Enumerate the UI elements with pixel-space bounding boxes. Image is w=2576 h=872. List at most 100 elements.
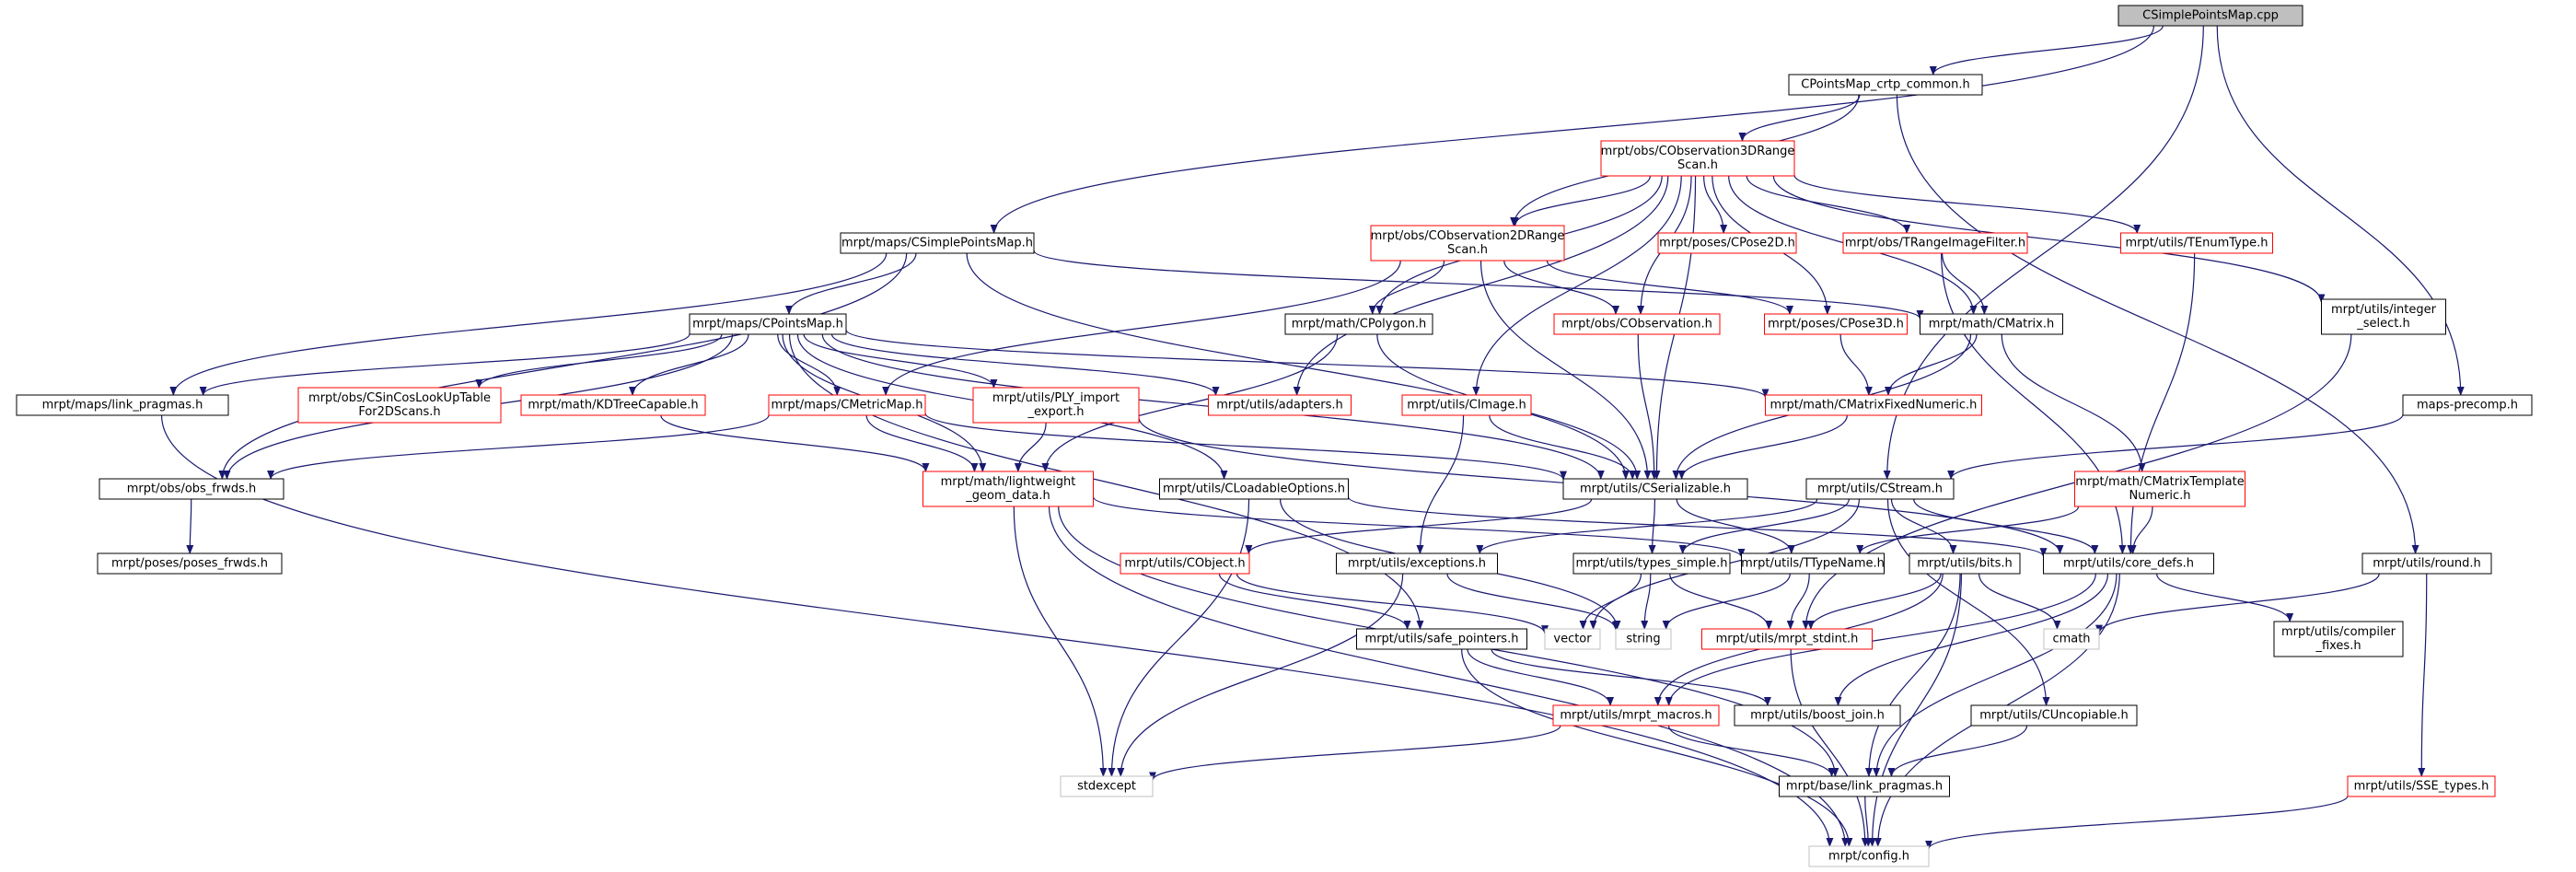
- node-ply[interactable]: mrpt/utils/PLY_import_export.h: [972, 387, 1140, 424]
- edge-safeptr-config: [1461, 648, 1853, 847]
- edge-typessimple-vector: [1579, 573, 1642, 630]
- edge-kdtree-lwgeom: [660, 414, 930, 472]
- node-cmatrix[interactable]: mrpt/math/CMatrix.h: [1920, 313, 2063, 335]
- node-label: mrpt/utils/mrpt_macros.h: [1560, 709, 1712, 723]
- node-label: mrpt/utils/CObject.h: [1124, 557, 1245, 571]
- node-posesfrwds[interactable]: mrpt/poses/poses_frwds.h: [97, 552, 283, 575]
- node-macros[interactable]: mrpt/utils/mrpt_macros.h: [1552, 704, 1720, 727]
- node-label: mrpt/utils/integer: [2331, 303, 2437, 317]
- node-stdint[interactable]: mrpt/utils/mrpt_stdint.h: [1701, 628, 1873, 650]
- node-kdtree[interactable]: mrpt/math/KDTreeCapable.h: [520, 394, 706, 416]
- node-box: [97, 552, 283, 575]
- edge-linkprag-config: [160, 414, 1834, 847]
- node-label: mrpt/utils/mrpt_stdint.h: [1716, 633, 1859, 646]
- edge-simplepm-serial: [966, 252, 1630, 480]
- node-simplepm[interactable]: mrpt/maps/CSimplePointsMap.h: [840, 232, 1035, 254]
- edge-obsfrwds-posesfrwds: [186, 498, 194, 554]
- node-lwgeom[interactable]: mrpt/math/lightweight_geom_data.h: [922, 471, 1094, 507]
- node-box: [1159, 478, 1349, 500]
- node-label: mrpt/obs/obs_frwds.h: [127, 483, 257, 496]
- node-box: [1842, 232, 2028, 254]
- node-box: [689, 313, 847, 335]
- node-coredefs[interactable]: mrpt/utils/core_defs.h: [2043, 552, 2214, 575]
- node-tenum[interactable]: mrpt/utils/TEnumType.h: [2120, 232, 2273, 254]
- node-round[interactable]: mrpt/utils/round.h: [2361, 552, 2492, 575]
- node-ttypename[interactable]: mrpt/utils/TTypeName.h: [1741, 552, 1885, 575]
- node-fixednum[interactable]: mrpt/math/CMatrixFixedNumeric.h: [1765, 394, 1982, 416]
- node-pose3d[interactable]: mrpt/poses/CPose3D.h: [1764, 313, 1908, 335]
- node-compfix[interactable]: mrpt/utils/compiler_fixes.h: [2273, 621, 2404, 657]
- node-label: mrpt/math/CMatrixTemplate: [2075, 475, 2244, 489]
- node-box: [1734, 704, 1901, 727]
- edge-ply-lwgeom: [1014, 422, 1047, 472]
- node-box: [1909, 552, 2021, 575]
- node-root[interactable]: CSimplePointsMap.cpp: [2118, 5, 2303, 27]
- node-mapsprecomp[interactable]: maps-precomp.h: [2402, 394, 2533, 416]
- edge-obs2d-metricmap: [882, 260, 1401, 396]
- edge-serial-ttypename: [1676, 498, 1795, 554]
- node-box: [1120, 552, 1250, 575]
- node-label: mrpt/utils/boost_join.h: [1750, 709, 1885, 723]
- node-uncopiable[interactable]: mrpt/utils/CUncopiable.h: [1970, 704, 2138, 727]
- node-boostjoin[interactable]: mrpt/utils/boost_join.h: [1734, 704, 1901, 727]
- node-serial[interactable]: mrpt/utils/CSerializable.h: [1562, 478, 1748, 500]
- node-label: mrpt/math/CMatrix.h: [1929, 318, 2054, 331]
- node-label: mrpt/utils/safe_pointers.h: [1365, 633, 1519, 646]
- edge-pointsmap-ply: [803, 333, 998, 389]
- node-intsel[interactable]: mrpt/utils/integer_select.h: [2321, 298, 2446, 335]
- node-linkprag[interactable]: mrpt/maps/link_pragmas.h: [16, 394, 229, 416]
- node-crtp[interactable]: CPointsMap_crtp_common.h: [1788, 74, 1983, 96]
- node-label: mrpt/obs/CObservation.h: [1561, 318, 1712, 331]
- edge-stdint-config: [1790, 648, 1869, 847]
- node-cimage[interactable]: mrpt/utils/CImage.h: [1401, 394, 1532, 416]
- edge-ssetypes-config: [1925, 795, 2349, 850]
- edge-lwgeom-stdexcept: [1013, 506, 1108, 777]
- edge-obs2d-polygon: [1368, 260, 1445, 315]
- node-loadopt[interactable]: mrpt/utils/CLoadableOptions.h: [1159, 478, 1349, 500]
- node-safeptr[interactable]: mrpt/utils/safe_pointers.h: [1356, 628, 1527, 650]
- node-cstream[interactable]: mrpt/utils/CStream.h: [1805, 478, 1955, 500]
- node-obsfrwds[interactable]: mrpt/obs/obs_frwds.h: [99, 478, 284, 500]
- node-ssetypes[interactable]: mrpt/utils/SSE_types.h: [2347, 775, 2496, 797]
- edge-obs3d-tenum: [1793, 174, 2141, 234]
- node-box: [2273, 621, 2404, 657]
- node-trange[interactable]: mrpt/obs/TRangeImageFilter.h: [1842, 232, 2028, 254]
- edge-loadopt-coredefs: [1347, 496, 2048, 558]
- edge-bits-config: [1868, 573, 1962, 847]
- node-label: vector: [1553, 633, 1592, 646]
- edge-obs2d-serial: [1479, 260, 1652, 480]
- node-polygon[interactable]: mrpt/math/CPolygon.h: [1284, 313, 1433, 335]
- edge-root-cstream: [1883, 25, 2204, 480]
- node-label: stdexcept: [1077, 780, 1136, 794]
- node-pointsmap[interactable]: mrpt/maps/CPointsMap.h: [689, 313, 847, 335]
- node-cobs[interactable]: mrpt/obs/CObservation.h: [1553, 313, 1721, 335]
- edge-fixednum-serial: [1677, 414, 1848, 480]
- node-cobject[interactable]: mrpt/utils/CObject.h: [1120, 552, 1250, 575]
- node-typessimple[interactable]: mrpt/utils/types_simple.h: [1572, 552, 1731, 575]
- node-label: mrpt/math/CPolygon.h: [1292, 318, 1427, 331]
- node-box: [2120, 232, 2273, 254]
- edge-cimage-exceptions: [1416, 414, 1465, 554]
- node-cmath: cmath: [2043, 628, 2100, 650]
- node-exceptions[interactable]: mrpt/utils/exceptions.h: [1336, 552, 1498, 575]
- node-metricmap[interactable]: mrpt/maps/CMetricMap.h: [768, 394, 926, 416]
- node-box: [1572, 552, 1731, 575]
- edge-cobject-vector: [1236, 573, 1549, 635]
- edge-cstream-uncopiable: [1886, 498, 2050, 706]
- edge-pointsmap-linkprag: [199, 333, 690, 396]
- node-label: mrpt/utils/CLoadableOptions.h: [1163, 483, 1345, 496]
- node-adapters[interactable]: mrpt/utils/adapters.h: [1208, 394, 1352, 416]
- node-pose2d[interactable]: mrpt/poses/CPose2D.h: [1657, 232, 1797, 254]
- node-label: mrpt/maps/CSimplePointsMap.h: [841, 237, 1033, 250]
- node-box: [1370, 225, 1565, 262]
- edge-loadopt-stdexcept: [1108, 498, 1250, 777]
- node-bits[interactable]: mrpt/utils/bits.h: [1909, 552, 2021, 575]
- node-baselink[interactable]: mrpt/base/link_pragmas.h: [1779, 775, 1950, 797]
- node-box: [1779, 775, 1950, 797]
- node-box: [1764, 313, 1908, 335]
- node-label: _export.h: [1027, 405, 1085, 419]
